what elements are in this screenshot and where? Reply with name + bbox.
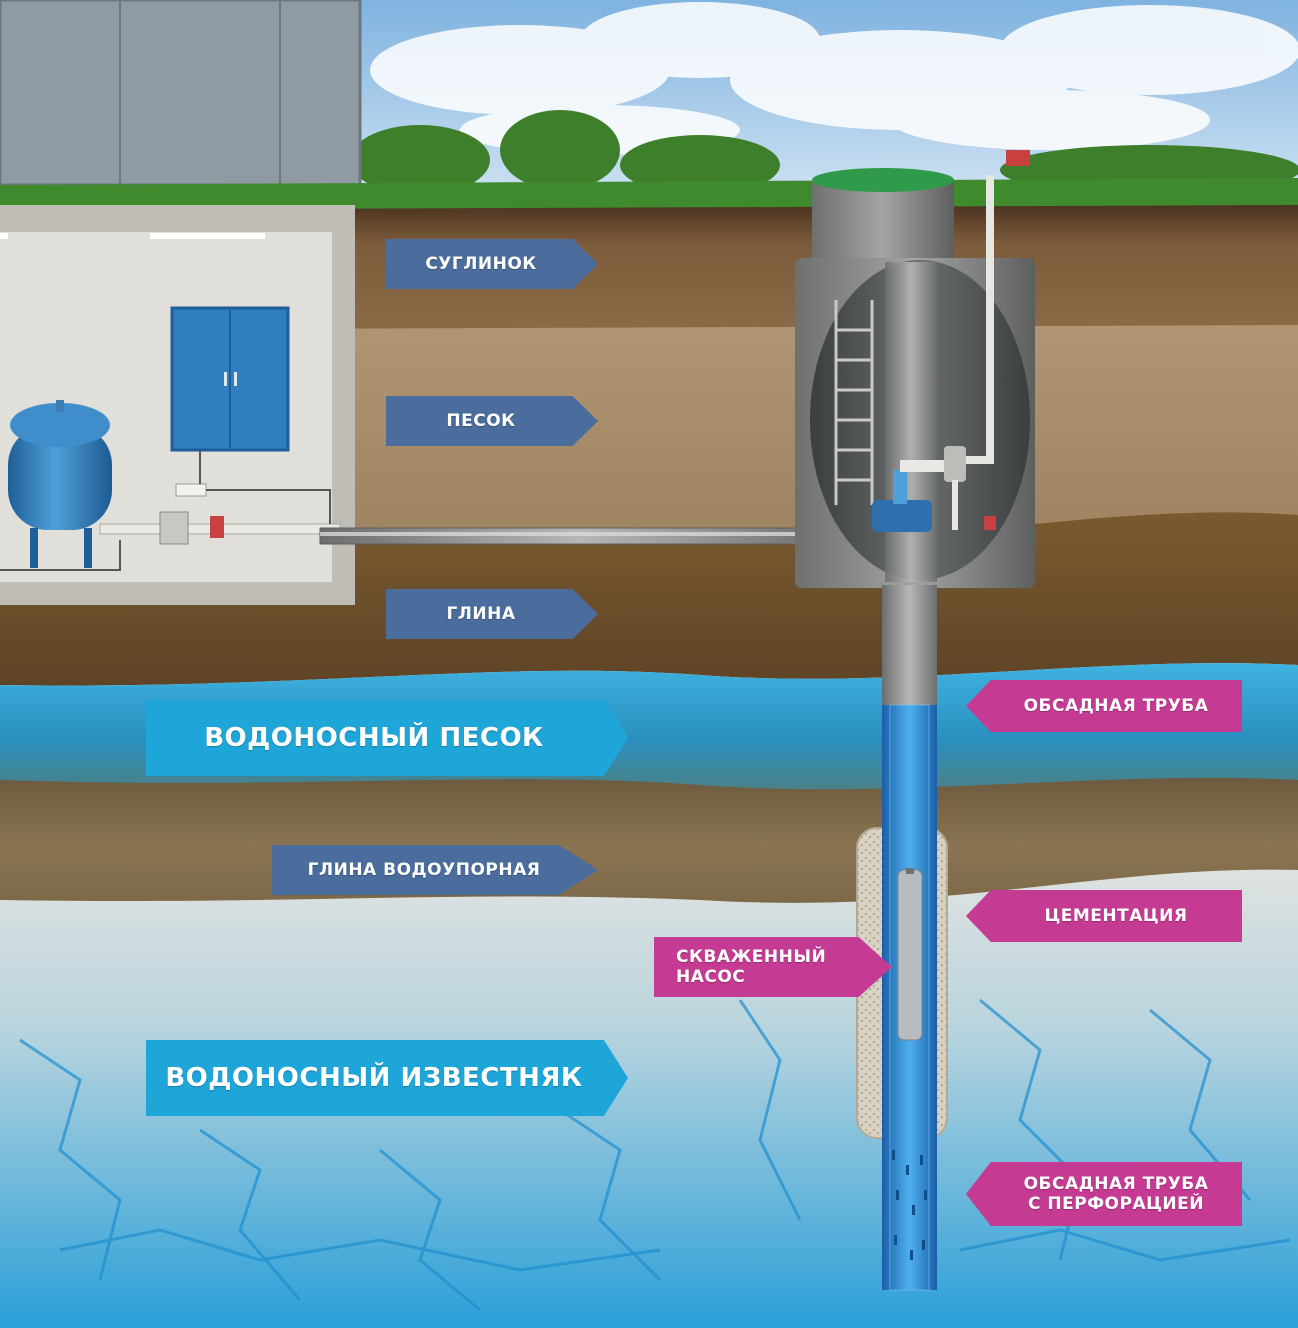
- house-wall: [0, 0, 360, 185]
- caisson: [795, 150, 1035, 588]
- layer-aquifer-limestone: [0, 869, 1298, 1328]
- expansion-tank: [8, 400, 112, 568]
- label-cementation: ЦЕМЕНТАЦИЯ: [966, 890, 1242, 942]
- label-aquifer-sand: ВОДОНОСНЫЙ ПЕСОК: [146, 700, 628, 776]
- label-perforated-casing-line2: С ПЕРФОРАЦИЕЙ: [1028, 1194, 1204, 1214]
- label-well-pump-line2: НАСОС: [676, 967, 746, 987]
- house-piping: [0, 450, 341, 571]
- label-aquiclude-clay: ГЛИНА ВОДОУПОРНАЯ: [272, 845, 598, 895]
- label-perforated-casing-line1: ОБСАДНАЯ ТРУБА: [1023, 1174, 1209, 1194]
- label-well-pump: СКВАЖЕННЫЙ НАСОС: [654, 937, 892, 997]
- label-well-pump-line1: СКВАЖЕННЫЙ: [676, 947, 827, 967]
- submersible-pump: [897, 869, 923, 1041]
- label-perforated-casing: ОБСАДНАЯ ТРУБА С ПЕРФОРАЦИЕЙ: [966, 1162, 1242, 1226]
- tree-line: [350, 110, 1298, 195]
- label-casing-pipe: ОБСАДНАЯ ТРУБА: [966, 680, 1242, 732]
- label-loam: СУГЛИНОК: [386, 239, 598, 289]
- label-aquifer-limestone: ВОДОНОСНЫЙ ИЗВЕСТНЯК: [146, 1040, 628, 1116]
- perforation-holes: [892, 1150, 927, 1260]
- casing-upper: [882, 585, 937, 710]
- control-cabinet: [170, 306, 290, 497]
- label-sand: ПЕСОК: [386, 396, 598, 446]
- label-clay: ГЛИНА: [386, 589, 598, 639]
